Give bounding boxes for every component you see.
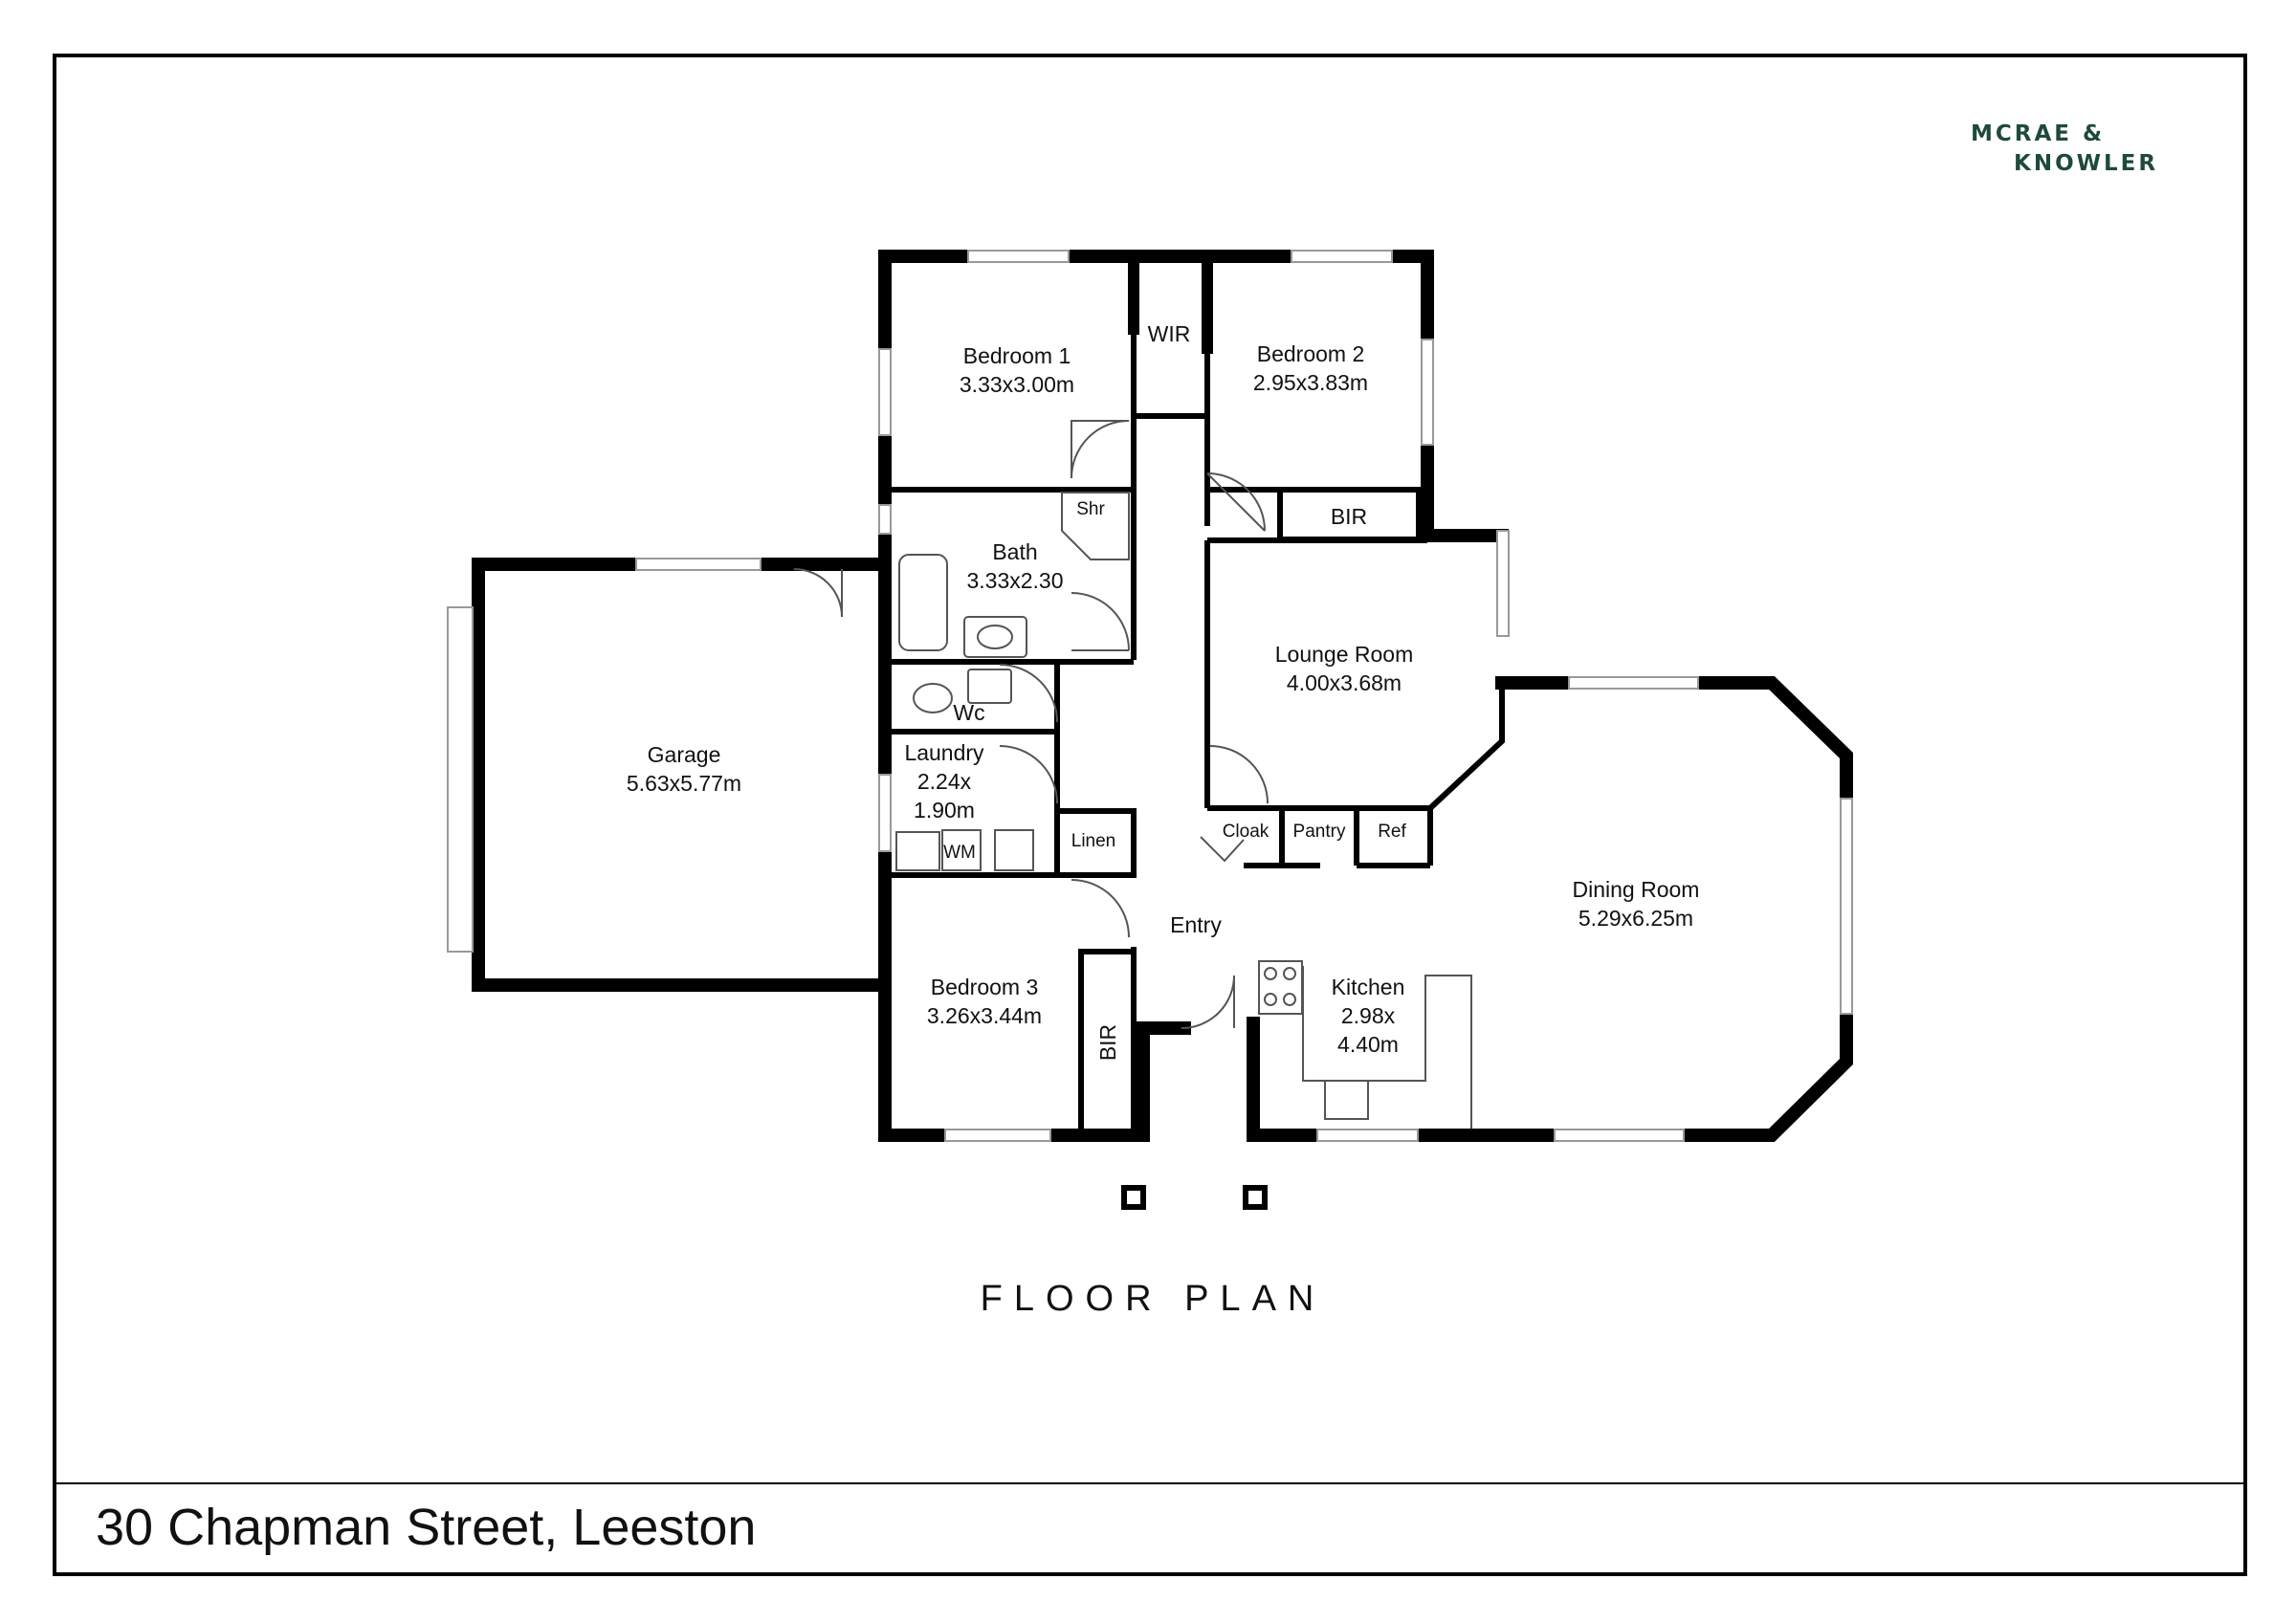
laundry-trough-icon bbox=[895, 831, 940, 871]
bedroom3-name: Bedroom 3 bbox=[931, 975, 1039, 999]
interior-walls bbox=[885, 256, 1505, 1138]
linen-name: Linen bbox=[1071, 831, 1116, 851]
shr-name: Shr bbox=[1076, 499, 1105, 519]
wc-name: Wc bbox=[953, 700, 984, 725]
bedroom2-name: Bedroom 2 bbox=[1257, 341, 1365, 366]
windows bbox=[447, 250, 1853, 1142]
wm-name: WM bbox=[943, 843, 976, 863]
cloak-name: Cloak bbox=[1223, 822, 1269, 842]
laundry-size-a: 2.24x bbox=[917, 769, 972, 794]
bedroom3-size: 3.26x3.44m bbox=[927, 1003, 1042, 1028]
wc-basin-icon bbox=[967, 669, 1012, 704]
entry-name: Entry bbox=[1170, 912, 1222, 937]
room-labels: Bedroom 1 3.33x3.00m WIR Bedroom 2 2.95x… bbox=[627, 321, 1700, 1061]
bedroom1-size: 3.33x3.00m bbox=[960, 372, 1074, 397]
plan-title: FLOOR PLAN bbox=[981, 1279, 1326, 1319]
wir-name: WIR bbox=[1148, 321, 1191, 346]
shower-icon bbox=[1061, 492, 1130, 560]
bathtub-icon bbox=[898, 554, 948, 651]
bedroom1-name: Bedroom 1 bbox=[963, 343, 1071, 368]
thick-interior-walls bbox=[879, 256, 1259, 1135]
kitchen-sink-icon bbox=[1324, 1080, 1369, 1120]
pantry-name: Pantry bbox=[1293, 822, 1346, 842]
bath-size: 3.33x2.30 bbox=[966, 568, 1063, 593]
toilet-icon bbox=[913, 683, 953, 713]
dining-size: 5.29x6.25m bbox=[1578, 906, 1693, 931]
kitchen-name: Kitchen bbox=[1332, 975, 1405, 999]
cooktop-icon bbox=[1258, 960, 1303, 1015]
laundry-size-b: 1.90m bbox=[914, 798, 975, 822]
ref-name: Ref bbox=[1378, 822, 1406, 842]
lounge-size: 4.00x3.68m bbox=[1287, 670, 1402, 695]
bath-name: Bath bbox=[992, 539, 1037, 564]
dining-name: Dining Room bbox=[1573, 877, 1700, 902]
laundry-name: Laundry bbox=[904, 740, 984, 765]
bedroom2-size: 2.95x3.83m bbox=[1253, 370, 1368, 395]
doors bbox=[793, 420, 1269, 1029]
garage-name: Garage bbox=[648, 742, 721, 767]
lounge-name: Lounge Room bbox=[1275, 642, 1414, 667]
bir-bed2-name: BIR bbox=[1331, 504, 1367, 529]
property-address: 30 Chapman Street, Leeston bbox=[96, 1499, 756, 1556]
bir-bed3-name: BIR bbox=[1095, 1024, 1120, 1061]
sheet-border bbox=[53, 54, 2247, 1576]
porch-posts bbox=[1121, 1185, 1268, 1210]
kitchen-size-b: 4.40m bbox=[1337, 1032, 1399, 1057]
brand-logo: MCRAE & KNOWLER bbox=[1971, 121, 2158, 176]
fixtures bbox=[895, 492, 1472, 1129]
exterior-walls bbox=[472, 250, 1853, 1142]
brand-line-1: MCRAE & bbox=[1971, 121, 2105, 146]
brand-line-2: KNOWLER bbox=[2014, 151, 2158, 176]
washing-machine-icon bbox=[941, 829, 982, 871]
kitchen-size-a: 2.98x bbox=[1341, 1003, 1396, 1028]
garage-size: 5.63x5.77m bbox=[627, 771, 741, 796]
